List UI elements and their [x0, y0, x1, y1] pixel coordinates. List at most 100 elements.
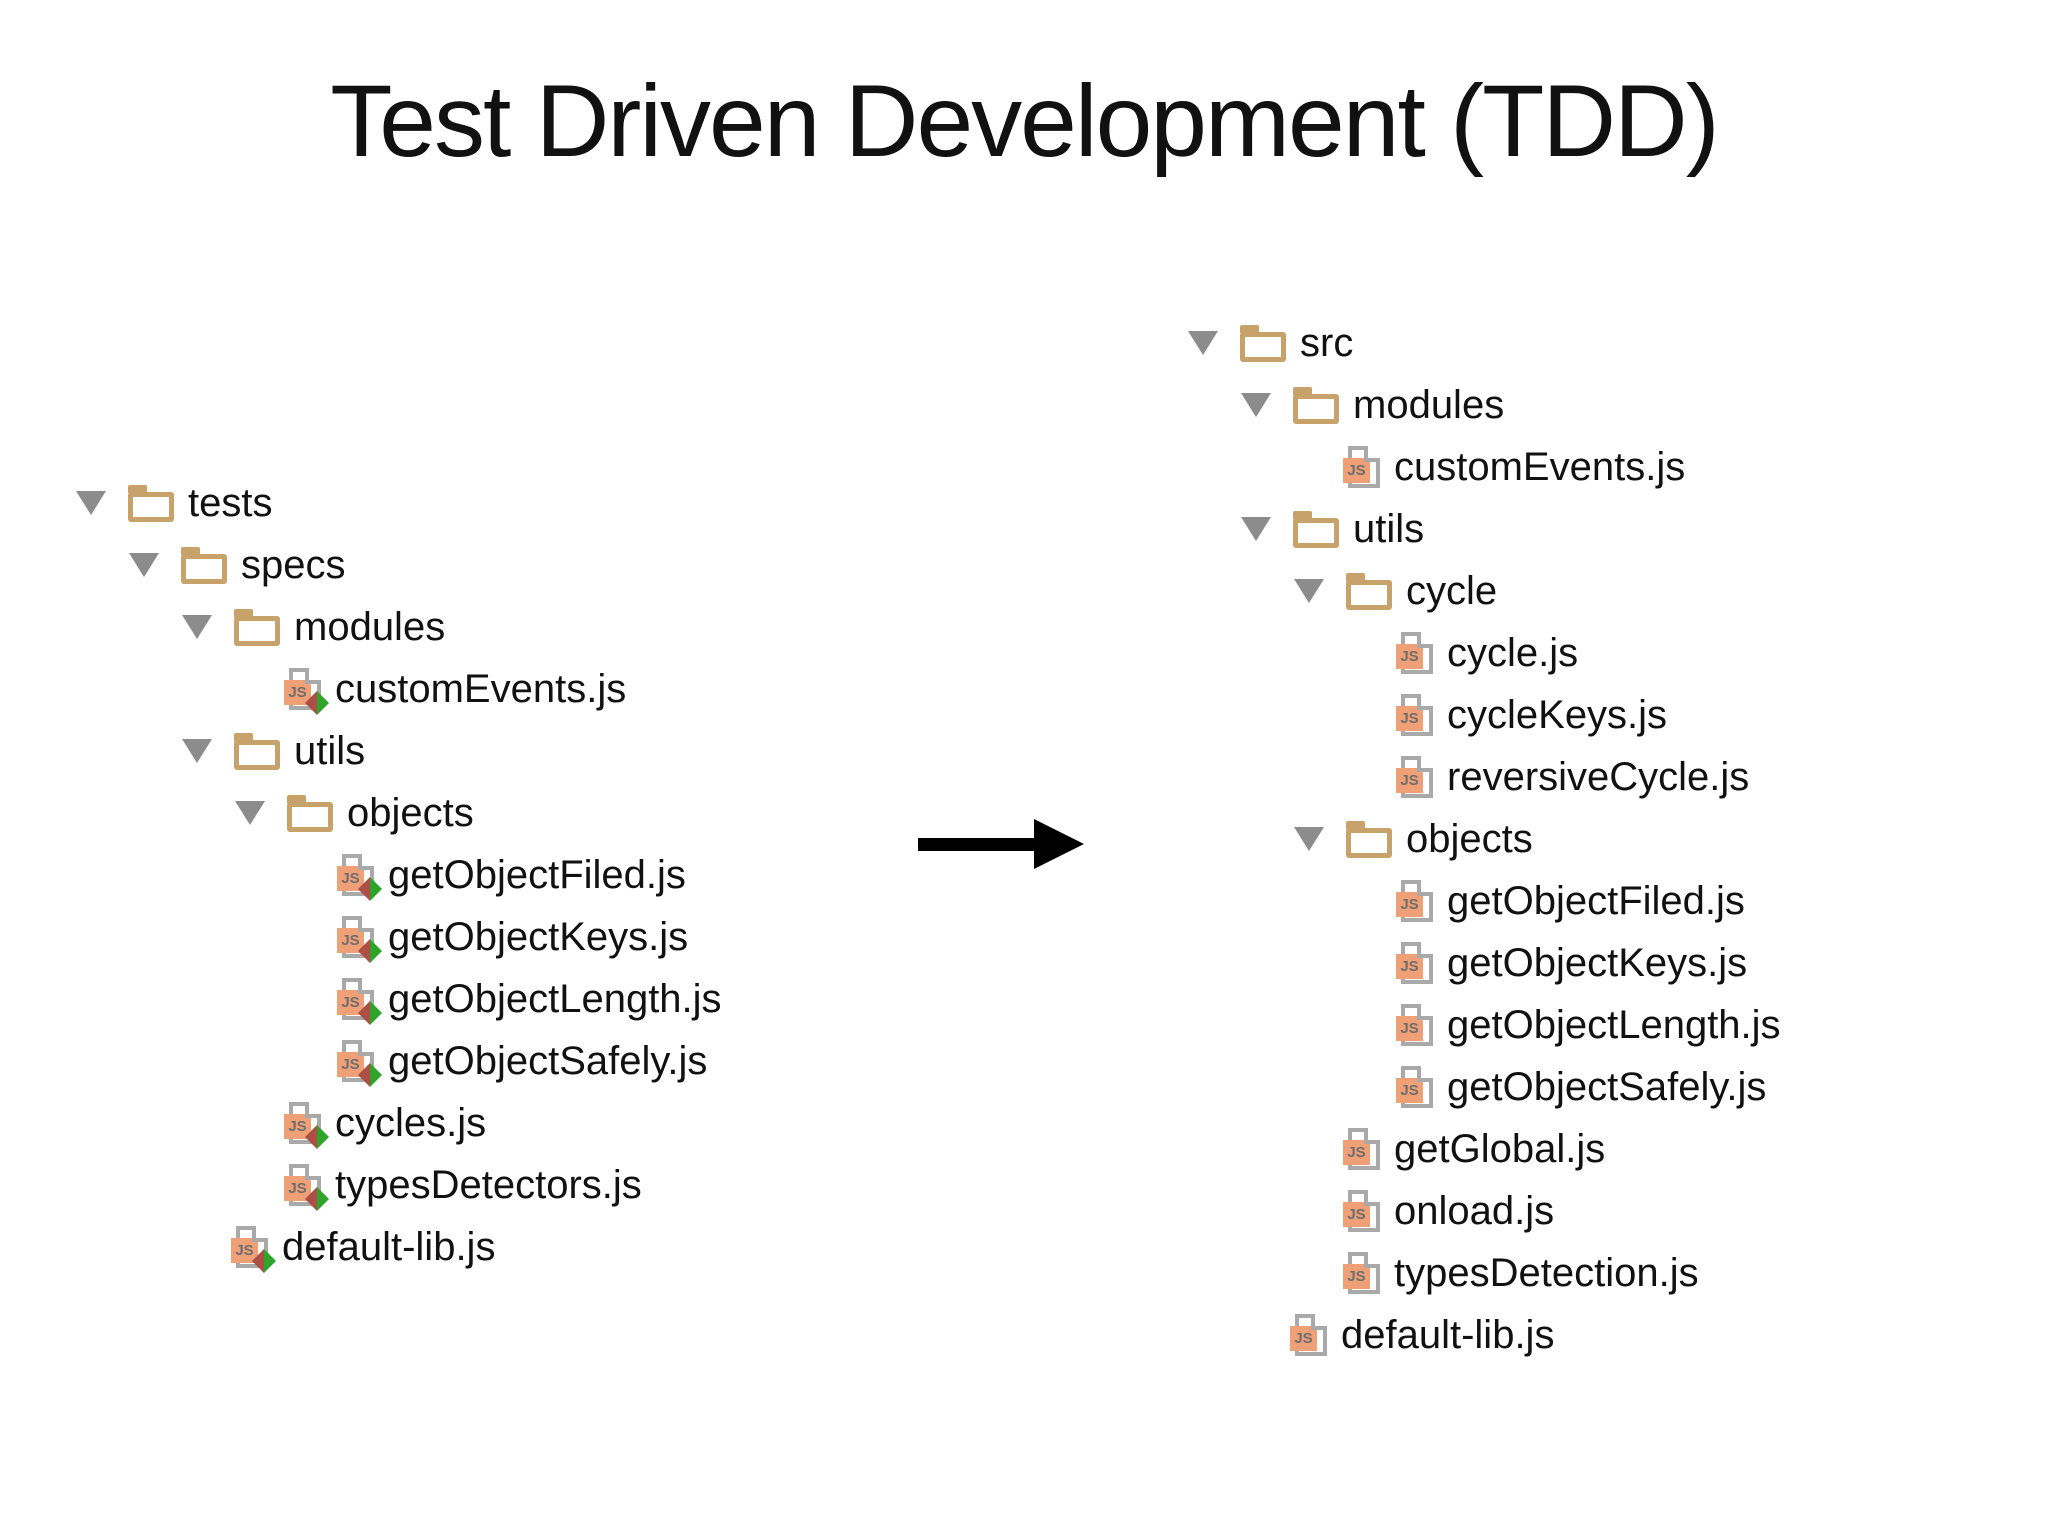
js-badge: JS [337, 1052, 364, 1077]
indent-slot [1241, 393, 1293, 417]
disclosure-triangle-icon[interactable] [182, 739, 212, 763]
js-file-icon: JS [337, 978, 382, 1025]
tree-item-label: getObjectFiled.js [388, 852, 686, 897]
js-file-icon: JS [1396, 1066, 1433, 1108]
tree-item-modules[interactable]: modules [76, 596, 722, 658]
disclosure-triangle-icon[interactable] [182, 615, 212, 639]
tree-item-label: getObjectLength.js [388, 976, 722, 1021]
tree-item-getObjectSafely-js[interactable]: JS getObjectSafely.js [76, 1030, 722, 1092]
js-file-icon: JS [337, 916, 382, 963]
arrow-head [1034, 819, 1084, 869]
folder-icon [234, 609, 280, 646]
folder-icon [128, 485, 174, 522]
tree-item-default-lib-js[interactable]: JS default-lib.js [1188, 1304, 1781, 1366]
tree-item-objects[interactable]: objects [76, 782, 722, 844]
tree-item-getObjectFiled-js[interactable]: JS getObjectFiled.js [76, 844, 722, 906]
tree-item-label: typesDetectors.js [335, 1162, 642, 1207]
tree-item-label: cycle [1406, 568, 1498, 613]
js-badge: JS [337, 866, 364, 891]
tree-item-label: cycle.js [1447, 630, 1579, 675]
disclosure-triangle-icon[interactable] [129, 553, 159, 577]
tree-item-label: getGlobal.js [1394, 1126, 1606, 1171]
js-file-icon: JS [1396, 632, 1433, 674]
tree-item-label: customEvents.js [1394, 444, 1686, 489]
disclosure-triangle-icon[interactable] [1294, 827, 1324, 851]
js-file-icon: JS [284, 1164, 329, 1211]
tree-item-typesDetection-js[interactable]: JS typesDetection.js [1188, 1242, 1781, 1304]
disclosure-triangle-icon[interactable] [1241, 517, 1271, 541]
js-badge: JS [1343, 1264, 1370, 1289]
folder-icon [287, 795, 333, 832]
tree-item-cycles-js[interactable]: JS cycles.js [76, 1092, 722, 1154]
tree-item-cycle[interactable]: cycle [1188, 560, 1781, 622]
folder-icon [234, 733, 280, 770]
js-badge: JS [284, 680, 311, 705]
folder-icon [1293, 387, 1339, 424]
tree-item-utils[interactable]: utils [1188, 498, 1781, 560]
indent-slot [182, 615, 234, 639]
tree-item-label: utils [294, 728, 366, 773]
indent-slot [1294, 827, 1346, 851]
tree-item-specs[interactable]: specs [76, 534, 722, 596]
tree-item-label: getObjectSafely.js [388, 1038, 708, 1083]
tree-item-label: objects [1406, 816, 1533, 861]
js-file-icon: JS [1396, 756, 1433, 798]
tree-item-onload-js[interactable]: JS onload.js [1188, 1180, 1781, 1242]
indent-slot [76, 491, 128, 515]
tree-item-label: getObjectLength.js [1447, 1002, 1781, 1047]
js-badge: JS [231, 1238, 258, 1263]
tree-item-getObjectKeys-js[interactable]: JS getObjectKeys.js [1188, 932, 1781, 994]
disclosure-triangle-icon[interactable] [1241, 393, 1271, 417]
tree-item-typesDetectors-js[interactable]: JS typesDetectors.js [76, 1154, 722, 1216]
js-file-icon: JS [1290, 1314, 1327, 1356]
tree-item-label: getObjectKeys.js [1447, 940, 1748, 985]
js-badge: JS [1396, 768, 1423, 793]
js-badge: JS [284, 1176, 311, 1201]
folder-icon [1346, 821, 1392, 858]
tree-item-utils[interactable]: utils [76, 720, 722, 782]
tree-item-label: src [1300, 320, 1354, 365]
js-badge: JS [337, 928, 364, 953]
disclosure-triangle-icon[interactable] [235, 801, 265, 825]
folder-icon [1346, 573, 1392, 610]
arrow-shaft [918, 837, 1034, 851]
tree-item-label: onload.js [1394, 1188, 1555, 1233]
tree-item-label: default-lib.js [1341, 1312, 1555, 1357]
tree-item-label: typesDetection.js [1394, 1250, 1699, 1295]
tree-item-getObjectKeys-js[interactable]: JS getObjectKeys.js [76, 906, 722, 968]
js-badge: JS [1343, 1202, 1370, 1227]
js-file-icon: JS [1343, 1252, 1380, 1294]
tree-item-src[interactable]: src [1188, 312, 1781, 374]
tree-item-cycle-js[interactable]: JS cycle.js [1188, 622, 1781, 684]
indent-slot [182, 739, 234, 763]
tree-item-label: utils [1353, 506, 1425, 551]
tree-item-modules[interactable]: modules [1188, 374, 1781, 436]
disclosure-triangle-icon[interactable] [76, 491, 106, 515]
js-badge: JS [284, 1114, 311, 1139]
disclosure-triangle-icon[interactable] [1294, 579, 1324, 603]
folder-icon [1293, 511, 1339, 548]
js-file-icon: JS [284, 1102, 329, 1149]
js-file-icon: JS [1396, 880, 1433, 922]
indent-slot [129, 553, 181, 577]
js-badge: JS [337, 990, 364, 1015]
js-badge: JS [1396, 706, 1423, 731]
tree-item-getObjectLength-js[interactable]: JS getObjectLength.js [76, 968, 722, 1030]
js-badge: JS [1396, 644, 1423, 669]
tree-item-label: getObjectKeys.js [388, 914, 689, 959]
disclosure-triangle-icon[interactable] [1188, 331, 1218, 355]
tree-item-objects[interactable]: objects [1188, 808, 1781, 870]
tree-item-label: cycles.js [335, 1100, 487, 1145]
tree-item-tests[interactable]: tests [76, 472, 722, 534]
js-badge: JS [1396, 954, 1423, 979]
